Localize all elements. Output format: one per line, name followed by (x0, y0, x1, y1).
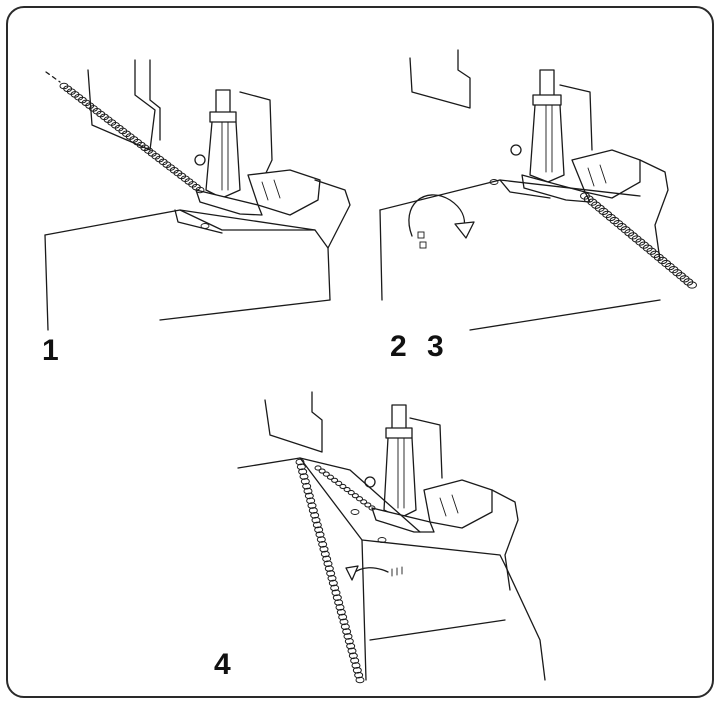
thread-loop (311, 516, 321, 524)
thread-loop (350, 657, 360, 664)
thread-loop (304, 492, 314, 500)
thread-loop (324, 565, 334, 572)
thread-loop (352, 667, 362, 674)
thread-loop (342, 628, 352, 635)
thread-loop (334, 599, 344, 606)
thread-loop (354, 671, 364, 679)
thread-loop (335, 480, 343, 486)
thread-loop (336, 608, 346, 616)
thread-loop (335, 604, 345, 611)
thread-loop (315, 531, 325, 538)
thread-loop (300, 478, 310, 485)
thread-chain-3 (295, 458, 376, 684)
thread-loop (339, 483, 347, 490)
thread-chain-1 (59, 82, 205, 194)
panel-2-3-illustration (379, 49, 697, 331)
thread-loop (368, 505, 376, 511)
thread-loop (322, 471, 330, 477)
thread-loop (687, 281, 697, 289)
thread-loop (318, 541, 328, 548)
thread-loop (338, 613, 348, 621)
thread-loop (347, 490, 355, 496)
thread-loop (308, 507, 318, 514)
step-label-1: 1 (42, 334, 59, 367)
thread-loop (326, 474, 334, 480)
thread-loop (299, 473, 309, 480)
thread-loop (307, 502, 317, 509)
thread-chain-2 (580, 192, 697, 289)
thread-loop (316, 536, 326, 543)
thread-loop (351, 493, 359, 499)
thread-loop (331, 477, 339, 483)
thread-loop (320, 550, 330, 558)
thread-loop (328, 579, 338, 587)
thread-loop (302, 482, 312, 490)
thread-loop (339, 618, 349, 626)
thread-loop (346, 642, 356, 650)
thread-loop (360, 499, 368, 505)
thread-loop (332, 594, 342, 601)
thread-loop (331, 589, 341, 597)
thread-loop (314, 526, 324, 534)
thread-loop (322, 555, 332, 563)
thread-loop (314, 465, 322, 471)
thread-loop (340, 623, 350, 631)
thread-loop (356, 496, 364, 502)
thread-loop (195, 186, 205, 194)
step-label-4: 4 (214, 648, 231, 681)
thread-loop (364, 502, 372, 508)
thread-loop (348, 652, 358, 660)
panel-4-illustration (237, 391, 546, 684)
diagram-frame (6, 6, 714, 698)
panel-1-illustration (44, 59, 351, 331)
step-label-2-3: 2 3 (390, 330, 450, 363)
thread-loop (351, 662, 361, 669)
thread-loop (343, 486, 351, 493)
thread-loop (298, 468, 308, 475)
thread-loop (318, 468, 326, 474)
thread-loop (296, 463, 306, 471)
thread-loop (323, 560, 333, 568)
thread-loop (343, 633, 353, 640)
thread-loop (295, 458, 305, 466)
thread-loop (330, 584, 340, 592)
thread-loop (326, 570, 336, 577)
thread-loop (312, 521, 322, 529)
thread-loop (303, 487, 313, 495)
thread-loop (347, 647, 357, 655)
thread-loop (310, 511, 320, 519)
thread-loop (319, 545, 329, 553)
thread-loop (327, 574, 337, 582)
thread-loop (344, 637, 354, 645)
thread-loop (306, 497, 316, 505)
thread-loop (355, 676, 365, 684)
